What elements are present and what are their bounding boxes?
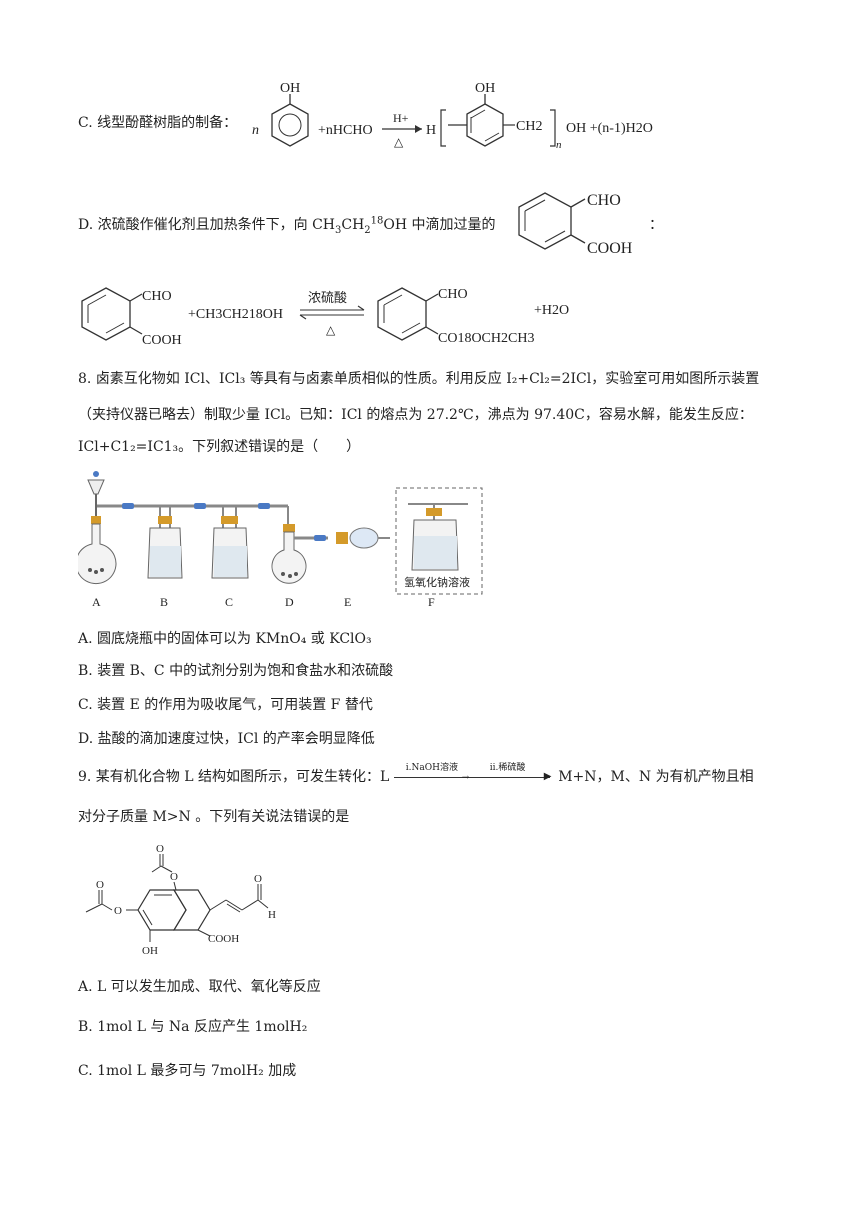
benzene-ring-icon <box>377 287 427 341</box>
apparatus-b <box>147 506 183 579</box>
q9-option-a: A. L 可以发生加成、取代、氧化等反应 <box>78 979 321 995</box>
compound-l-structure: O O O O OH COOH O H <box>85 843 276 957</box>
apparatus-c <box>211 506 249 579</box>
q9-option-b: B. 1mol L 与 Na 反应产生 1molH₂ <box>78 1019 308 1035</box>
q8-option-b: B. 装置 B、C 中的试剂分别为饱和食盐水和浓硫酸 <box>78 663 394 679</box>
colon: ： <box>649 218 663 233</box>
plus-nhcho: +nHCHO <box>318 123 373 138</box>
ester-label: CO18OCH2CH3 <box>438 331 534 346</box>
step1-label: i.NaOH溶液 <box>405 763 458 773</box>
option-c-label: C. 线型酚醛树脂的制备： <box>78 115 238 131</box>
benzene-ring-icon <box>137 889 187 931</box>
heat-symbol: △ <box>326 323 336 337</box>
svg-text:H: H <box>268 909 276 921</box>
option-d-text: D. 浓硫酸作催化剂且加热条件下，向 CH3CH218OH 中滴加过量的 <box>78 215 496 236</box>
label-c: C <box>225 595 233 609</box>
heat-symbol: △ <box>394 135 404 149</box>
product-cho-label: CHO <box>438 287 468 302</box>
q8-option-a: A. 圆底烧瓶中的固体可以为 KMnO₄ 或 KClO₃ <box>78 631 372 647</box>
svg-text:O: O <box>170 871 178 883</box>
oh-label: OH <box>280 81 300 96</box>
repeat-n: n <box>556 139 562 151</box>
apparatus-d <box>271 506 328 584</box>
cooh-label: COOH <box>142 333 182 348</box>
catalyst-label: H+ <box>393 111 409 125</box>
q9-option-c: C. 1mol L 最多可与 7molH₂ 加成 <box>78 1063 297 1079</box>
option-c-reaction-scheme: n OH +nHCHO H+ △ H OH CH2 n OH +(n-1)H2O <box>252 81 653 151</box>
ch2-label: CH2 <box>516 119 542 134</box>
svg-text:O: O <box>96 879 104 891</box>
h-prefix: H <box>426 123 436 138</box>
q8-option-d: D. 盐酸的滴加速度过快，ICl 的产率会明显降低 <box>78 731 375 747</box>
label-f: F <box>428 595 435 609</box>
reaction-tail: OH +(n-1)H2O <box>566 121 653 136</box>
label-a: A <box>92 595 101 609</box>
step2-label: ii.稀硫酸 <box>489 763 526 773</box>
catalyst-label: 浓硫酸 <box>308 290 347 305</box>
cho-label: CHO <box>587 192 621 209</box>
phthalaldehydic-acid-structure: CHO COOH ： <box>518 192 663 257</box>
q8-line3: ICl+C1₂=IC1₃。下列叙述错误的是（ ） <box>78 439 361 455</box>
water-product: +H2O <box>534 303 569 318</box>
benzene-ring-icon <box>466 103 504 147</box>
q9-line2: 对分子质量 M>N 。下列有关说法错误的是 <box>78 809 350 825</box>
n-coefficient: n <box>252 123 259 138</box>
q8-option-c: C. 装置 E 的作用为吸收尾气，可用装置 F 替代 <box>78 697 373 713</box>
apparatus-a <box>78 471 117 585</box>
two-step-arrow: i.NaOH溶液 ii.稀硫酸 → ▶ <box>393 763 554 784</box>
option-d-reaction-scheme: CHO COOH +CH3CH218OH 浓硫酸 △ CHO CO18OCH2C… <box>81 287 569 348</box>
benzene-ring-icon <box>271 103 309 147</box>
oh-label-2: OH <box>475 81 495 96</box>
cooh-label: COOH <box>587 240 633 257</box>
cho-label: CHO <box>142 289 172 304</box>
apparatus-diagram: 氢氧化钠溶液 A B C D E F <box>78 471 483 609</box>
label-b: B <box>160 595 168 609</box>
svg-text:O: O <box>156 843 164 855</box>
q8-line1: 8. 卤素互化物如 ICl、ICl₃ 等具有与卤素单质相似的性质。利用反应 I₂… <box>78 371 760 387</box>
apparatus-f: 氢氧化钠溶液 <box>395 487 483 595</box>
ethanol-reagent: +CH3CH218OH <box>188 307 283 322</box>
naoh-solution-label: 氢氧化钠溶液 <box>404 575 470 589</box>
svg-text:COOH: COOH <box>208 933 239 945</box>
label-d: D <box>285 595 294 609</box>
label-e: E <box>344 595 351 609</box>
apparatus-e <box>314 527 390 549</box>
q8-line2: （夹持仪器已略去）制取少量 ICl。已知：ICl 的熔点为 27.2℃，沸点为 … <box>78 407 753 423</box>
svg-text:O: O <box>254 873 262 885</box>
svg-text:O: O <box>114 905 122 917</box>
benzene-ring-icon <box>518 192 572 250</box>
svg-text:OH: OH <box>142 945 158 957</box>
arrow-head-icon: ▶ <box>543 771 552 782</box>
q9-intro-line: 9. 某有机化合物 L 结构如图所示，可发生转化：L i.NaOH溶液 ii.稀… <box>78 763 754 786</box>
benzene-ring-icon <box>81 287 131 341</box>
